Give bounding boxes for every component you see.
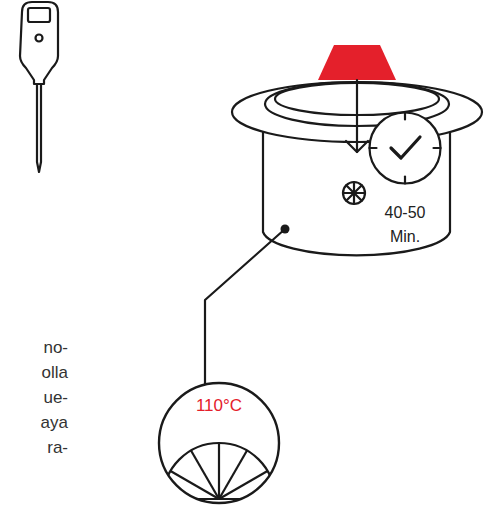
ph-probe — [20, 2, 58, 172]
temperature-value: 110°C — [157, 395, 281, 417]
clock-face — [370, 113, 441, 184]
leader-line — [205, 225, 290, 385]
body-text: no- olla ue- aya ra- — [24, 335, 68, 460]
timer-clock: 40-50 Min. — [368, 111, 442, 185]
fan-symbol — [343, 182, 365, 204]
node-outline — [368, 111, 442, 185]
temperature-gauge: 110°C — [157, 381, 281, 505]
gauge-dial — [157, 443, 281, 499]
down-arrow — [346, 80, 368, 152]
time-value: 40-50 Min. — [380, 201, 430, 249]
lid — [318, 45, 396, 80]
